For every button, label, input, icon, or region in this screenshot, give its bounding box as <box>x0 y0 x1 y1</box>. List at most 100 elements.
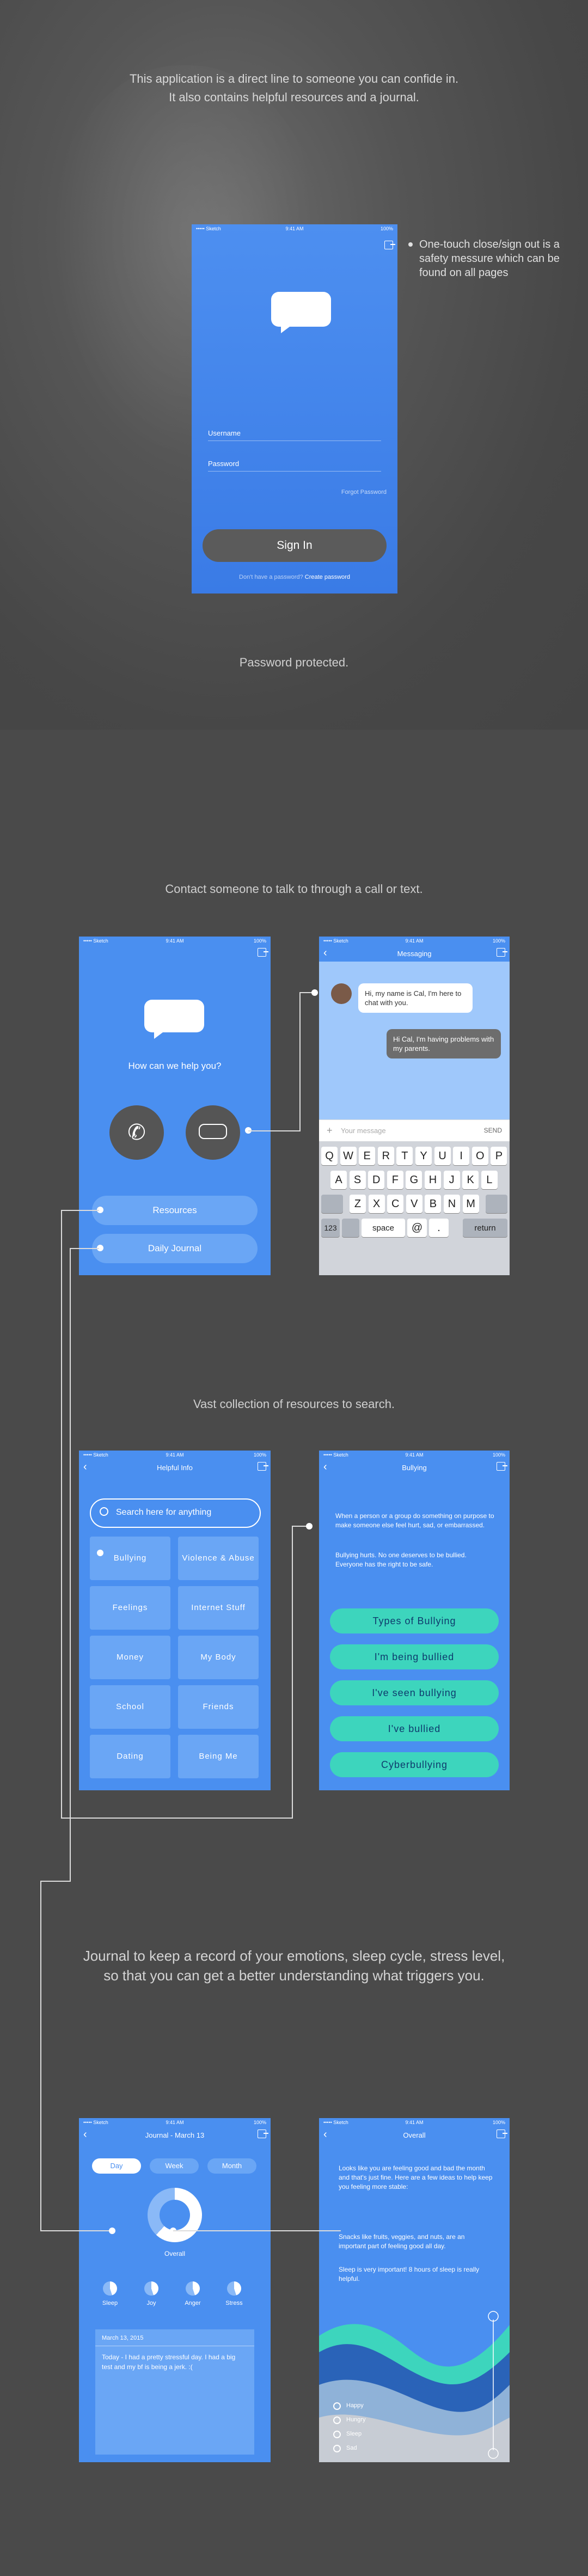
back-arrow-icon[interactable]: ‹ <box>323 947 327 959</box>
key-f[interactable]: F <box>387 1171 403 1189</box>
slider-top-knob[interactable] <box>488 2311 499 2322</box>
tab-week[interactable]: Week <box>150 2158 199 2174</box>
bullying-screen: ••••• Sketch 9:41 AM 100% ‹Bullying When… <box>319 1451 510 1790</box>
journal-entry-card[interactable]: March 13, 2015 Today - I had a pretty st… <box>95 2329 254 2455</box>
topic-tile[interactable]: Internet Stuff <box>178 1586 259 1630</box>
key-m[interactable]: M <box>462 1195 479 1213</box>
dot-key[interactable]: . <box>429 1219 449 1237</box>
topic-tile[interactable]: Friends <box>178 1685 259 1729</box>
key-h[interactable]: H <box>425 1171 441 1189</box>
sign-in-button[interactable]: Sign In <box>203 529 387 562</box>
key-t[interactable]: T <box>396 1147 413 1165</box>
text-button[interactable] <box>186 1105 240 1160</box>
overall-intro: Looks like you are feeling good and bad … <box>339 2164 493 2190</box>
bullying-option-button[interactable]: I'm being bullied <box>330 1644 499 1669</box>
bullying-option-button[interactable]: Types of Bullying <box>330 1608 499 1633</box>
exit-icon[interactable] <box>258 2130 268 2138</box>
bullying-option-button[interactable]: I've seen bullying <box>330 1680 499 1705</box>
return-key[interactable]: return <box>463 1219 507 1237</box>
bullying-option-button[interactable]: I've bullied <box>330 1716 499 1741</box>
key-a[interactable]: A <box>330 1171 347 1189</box>
topic-tile[interactable]: Being Me <box>178 1735 259 1778</box>
exit-icon[interactable] <box>258 948 268 957</box>
legend-radio[interactable] <box>333 2445 341 2452</box>
topic-tile[interactable]: My Body <box>178 1636 259 1679</box>
space-key[interactable]: space <box>362 1219 405 1237</box>
connector <box>248 1130 301 1131</box>
helpful-info-screen: ••••• Sketch 9:41 AM 100% ‹Helpful Info … <box>79 1451 271 1790</box>
key-v[interactable]: V <box>406 1195 422 1213</box>
resources-button[interactable]: Resources <box>92 1196 258 1225</box>
connector <box>292 1526 309 1527</box>
topic-tile[interactable]: Money <box>90 1636 170 1679</box>
key-y[interactable]: Y <box>415 1147 432 1165</box>
slider-bottom-knob[interactable] <box>488 2448 499 2459</box>
caption-contact: Contact someone to talk to through a cal… <box>165 882 423 896</box>
shift-key[interactable] <box>321 1195 343 1213</box>
phone-icon: ✆ <box>127 1121 146 1145</box>
legend-radio[interactable] <box>333 2431 341 2438</box>
topic-tile[interactable]: Dating <box>90 1735 170 1778</box>
key-o[interactable]: O <box>471 1147 488 1165</box>
numbers-key[interactable]: 123 <box>321 1219 340 1237</box>
key-e[interactable]: E <box>359 1147 376 1165</box>
exit-icon[interactable] <box>258 1462 268 1471</box>
key-w[interactable]: W <box>340 1147 357 1165</box>
tab-day[interactable]: Day <box>92 2158 141 2174</box>
caption-journal: Journal to keep a record of your emotion… <box>0 1946 588 1985</box>
exit-icon[interactable] <box>497 1462 507 1471</box>
connector <box>61 1818 293 1819</box>
topic-tile[interactable]: Feelings <box>90 1586 170 1630</box>
key-l[interactable]: L <box>481 1171 498 1189</box>
globe-key[interactable] <box>342 1219 359 1237</box>
key-x[interactable]: X <box>368 1195 385 1213</box>
forgot-password-link[interactable]: Forgot Password <box>341 489 387 495</box>
back-arrow-icon[interactable]: ‹ <box>323 2128 327 2140</box>
key-d[interactable]: D <box>368 1171 385 1189</box>
call-button[interactable]: ✆ <box>109 1105 164 1160</box>
legend-radio[interactable] <box>333 2402 341 2410</box>
topic-tile[interactable]: Bullying <box>90 1537 170 1580</box>
outgoing-message: Hi Cal, I'm having problems with my pare… <box>387 1029 501 1058</box>
password-field[interactable]: Password <box>208 460 381 472</box>
bullying-option-button[interactable]: Cyberbullying <box>330 1752 499 1777</box>
message-input[interactable]: Your message <box>341 1127 386 1135</box>
delete-key[interactable] <box>486 1195 507 1213</box>
key-c[interactable]: C <box>387 1195 404 1213</box>
search-input[interactable]: Search here for anything <box>90 1498 261 1528</box>
key-z[interactable]: Z <box>350 1195 366 1213</box>
legend-radio[interactable] <box>333 2416 341 2424</box>
key-u[interactable]: U <box>434 1147 451 1165</box>
key-n[interactable]: N <box>444 1195 460 1213</box>
key-g[interactable]: G <box>406 1171 422 1189</box>
key-i[interactable]: I <box>453 1147 470 1165</box>
back-arrow-icon[interactable]: ‹ <box>83 2128 87 2140</box>
username-field[interactable]: Username <box>208 429 381 441</box>
connector <box>173 2230 341 2231</box>
carrier: ••••• Sketch <box>83 938 108 944</box>
key-b[interactable]: B <box>425 1195 442 1213</box>
exit-icon[interactable] <box>497 2130 507 2138</box>
topic-tile[interactable]: School <box>90 1685 170 1729</box>
key-j[interactable]: J <box>443 1171 460 1189</box>
key-r[interactable]: R <box>377 1147 394 1165</box>
exit-icon[interactable] <box>384 241 395 249</box>
clock: 9:41 AM <box>166 1452 184 1458</box>
clock: 9:41 AM <box>405 1452 424 1458</box>
key-p[interactable]: P <box>491 1147 507 1165</box>
key-s[interactable]: S <box>349 1171 366 1189</box>
back-arrow-icon[interactable]: ‹ <box>83 1461 87 1473</box>
daily-journal-button[interactable]: Daily Journal <box>92 1234 258 1263</box>
tab-month[interactable]: Month <box>207 2158 256 2174</box>
exit-icon[interactable] <box>497 948 507 957</box>
topic-tile[interactable]: Violence & Abuse <box>178 1537 259 1580</box>
back-arrow-icon[interactable]: ‹ <box>323 1461 327 1473</box>
key-q[interactable]: Q <box>321 1147 338 1165</box>
at-key[interactable]: @ <box>407 1219 427 1237</box>
create-password-link[interactable]: Create password <box>304 574 350 580</box>
key-k[interactable]: K <box>462 1171 479 1189</box>
plus-icon[interactable]: + <box>327 1125 333 1136</box>
send-button[interactable]: SEND <box>483 1127 502 1134</box>
metric-ring <box>186 2281 200 2296</box>
